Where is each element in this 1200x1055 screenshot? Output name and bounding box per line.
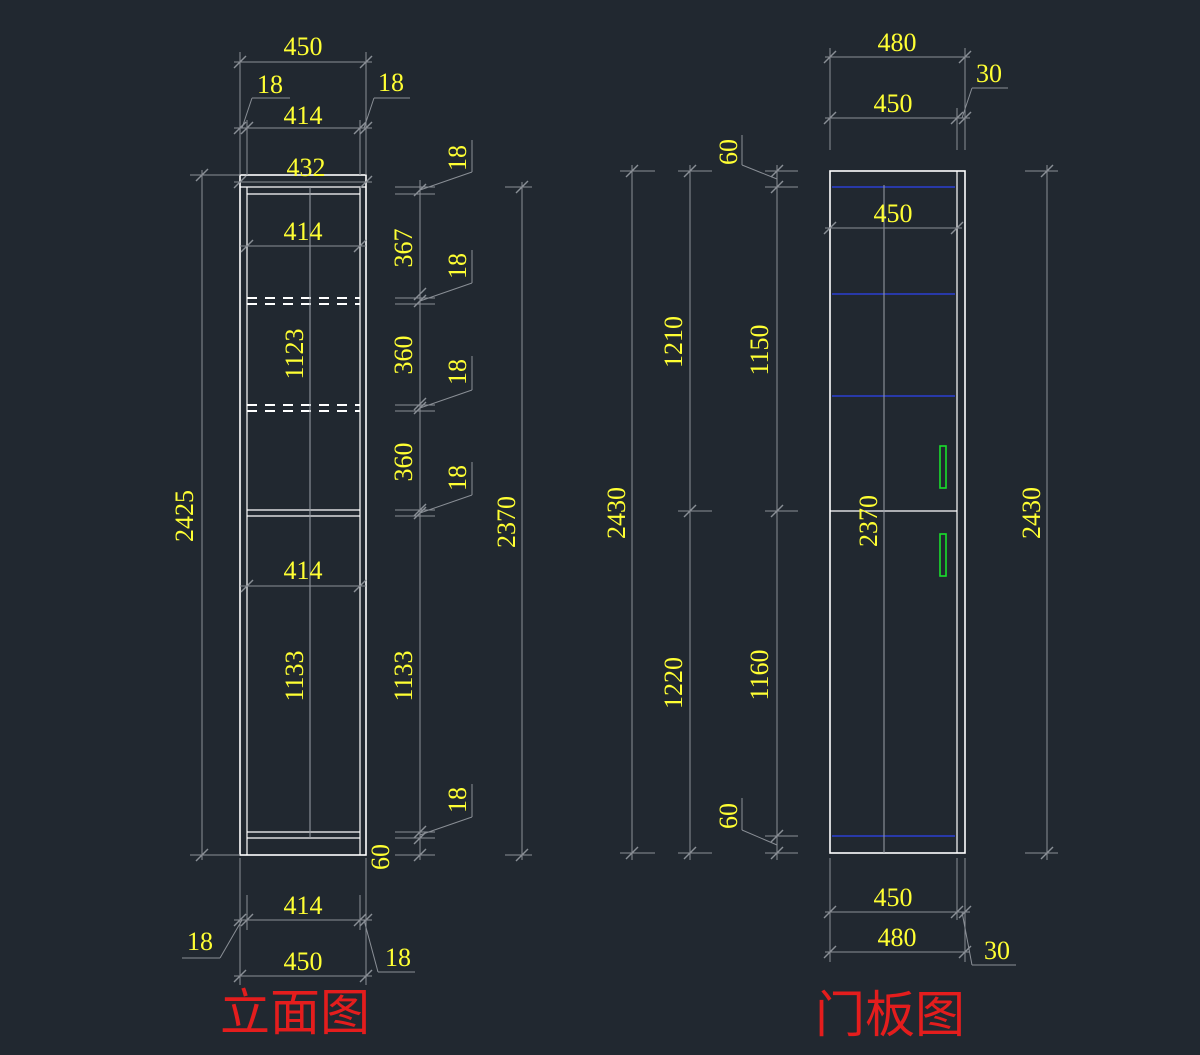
elev-top-inner: 414	[284, 101, 323, 130]
elev-inner-height-1: 1123	[280, 328, 309, 379]
elev-inner-width-2: 414	[284, 556, 323, 585]
lower-door-handle	[939, 533, 947, 577]
elev-inner-width-1: 414	[284, 217, 323, 246]
door-bottom-width: 450	[874, 883, 913, 912]
elev-top-side-right: 18	[378, 68, 404, 97]
door-bottom-dimensions	[823, 858, 1016, 966]
door-outline	[829, 170, 966, 854]
elev-seg-shelf-1: 18	[443, 253, 472, 279]
elev-top-overall: 450	[284, 32, 323, 61]
door-mid-upper: 1150	[745, 324, 774, 375]
elevation-top-dimensions	[233, 52, 410, 593]
door-right-dimensions	[1025, 164, 1058, 860]
door-inner-width: 450	[874, 199, 913, 228]
door-top-overall: 480	[878, 28, 917, 57]
door-left-dimensions	[620, 135, 798, 860]
door-bottom-edge: 30	[984, 936, 1010, 965]
elev-bottom-side-left: 18	[187, 927, 213, 956]
cabinet-outline	[239, 174, 367, 856]
elev-seg-shelf-2: 18	[443, 359, 472, 385]
elev-seg-360-b: 360	[389, 443, 418, 482]
elevation-title: 立面图	[220, 984, 370, 1042]
elevation-right-dimensions	[395, 140, 532, 862]
elev-bottom-inner: 414	[284, 891, 323, 920]
door-right-total: 2430	[1017, 487, 1046, 539]
door-top-width: 450	[874, 89, 913, 118]
elev-seg-fixed-shelf: 18	[443, 465, 472, 491]
door-bottom-gap: 60	[714, 803, 743, 829]
elevation-left-dimension	[190, 168, 240, 862]
elev-seg-top-panel: 18	[443, 145, 472, 171]
door-left-lower: 1220	[659, 657, 688, 709]
door-center-height: 2370	[854, 495, 883, 547]
door-top-edge: 30	[976, 59, 1002, 88]
door-mid-lower: 1160	[745, 649, 774, 700]
door-left-upper: 1210	[659, 316, 688, 368]
upper-door-handle	[939, 445, 947, 489]
elevation-bottom-dimensions	[182, 858, 415, 985]
elev-right-total: 2370	[492, 496, 521, 548]
elev-top-panel: 432	[287, 153, 326, 182]
door-top-gap: 60	[714, 139, 743, 165]
elevation-view: 450 18 18 414 432 414 414 1123 1133 2425…	[170, 32, 532, 1042]
elev-seg-360-a: 360	[389, 336, 418, 375]
elev-bottom-overall: 450	[284, 947, 323, 976]
elev-seg-plinth: 60	[366, 844, 395, 870]
door-left-total: 2430	[602, 487, 631, 539]
elev-seg-1133: 1133	[389, 650, 418, 701]
door-title: 门板图	[815, 986, 965, 1044]
elev-seg-bottom-panel: 18	[443, 787, 472, 813]
elev-bottom-side-right: 18	[385, 943, 411, 972]
door-top-dimensions	[823, 48, 1008, 235]
elev-left-total: 2425	[170, 490, 199, 542]
elev-seg-367: 367	[389, 229, 418, 268]
door-bottom-overall: 480	[878, 923, 917, 952]
elev-top-side-left: 18	[257, 70, 283, 99]
elev-inner-height-2: 1133	[280, 650, 309, 701]
door-view: 480 30 450 450 2430 1210 1220 60 1150 11…	[602, 28, 1058, 1044]
